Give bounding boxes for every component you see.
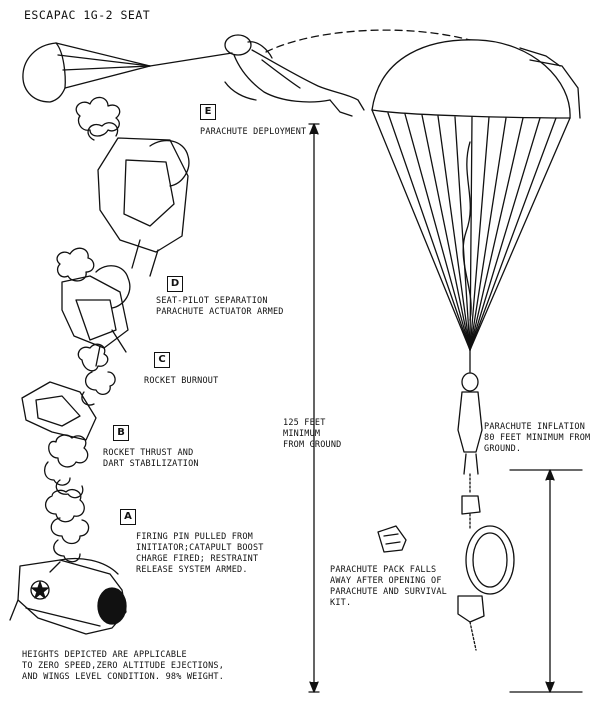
parachute-inflation-label: PARACHUTE INFLATION 80 FEET MINIMUM FROM… — [484, 422, 591, 454]
height-marker-80ft — [509, 469, 583, 693]
step-d-marker: D — [167, 276, 183, 292]
step-e-label: PARACHUTE DEPLOYMENT — [200, 127, 307, 137]
pilot-figure-deployment — [224, 34, 365, 117]
step-c-label: ROCKET BURNOUT — [144, 376, 219, 386]
main-parachute-canopy — [371, 39, 581, 351]
drogue-parachute — [22, 42, 233, 103]
seat-rocket-thrust — [21, 381, 97, 499]
step-b-marker: B — [113, 425, 129, 441]
parachute-pack — [377, 525, 407, 553]
step-a-label: FIRING PIN PULLED FROM INITIATOR;CATAPUL… — [136, 532, 264, 575]
diagram-title: ESCAPAC 1G-2 SEAT — [24, 8, 151, 22]
height-125ft-label: 125 FEET MINIMUM FROM GROUND — [283, 418, 342, 450]
step-b-label: ROCKET THRUST AND DART STABILIZATION — [103, 448, 199, 469]
seat-tumbling — [75, 96, 190, 277]
step-c-marker: C — [154, 352, 170, 368]
trajectory-arc — [265, 29, 471, 53]
catapult-smoke — [45, 488, 90, 563]
step-a-marker: A — [120, 509, 136, 525]
step-e-marker: E — [200, 104, 216, 120]
aircraft-fuselage — [9, 557, 127, 635]
seat-rocket-burnout — [77, 343, 116, 406]
suspended-pilot — [457, 349, 515, 651]
parachute-pack-note: PARACHUTE PACK FALLS AWAY AFTER OPENING … — [330, 565, 447, 608]
height-marker-125ft — [308, 123, 320, 693]
heights-footnote: HEIGHTS DEPICTED ARE APPLICABLE TO ZERO … — [22, 650, 225, 682]
seat-separation — [56, 247, 131, 367]
step-d-label: SEAT-PILOT SEPARATION PARACHUTE ACTUATOR… — [156, 296, 284, 317]
